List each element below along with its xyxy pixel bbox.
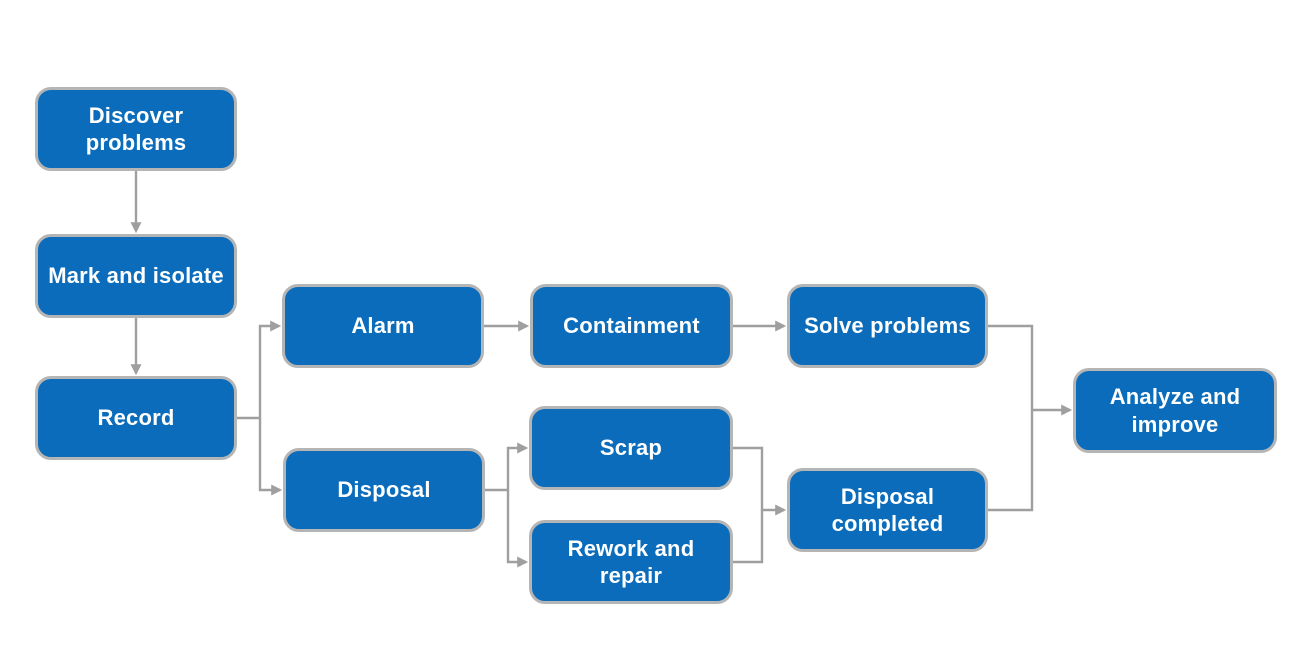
flow-node-rework-and-repair: Rework and repair xyxy=(529,520,733,604)
flow-node-containment: Containment xyxy=(530,284,733,368)
flow-node-discover-problems: Discover problems xyxy=(35,87,237,171)
flow-node-record: Record xyxy=(35,376,237,460)
edge-disposal-completed-to-analyze-and-improve xyxy=(988,410,1034,512)
flow-node-disposal-completed: Disposal completed xyxy=(787,468,988,552)
edge-scrap-to-disposal-completed xyxy=(733,446,787,516)
flow-node-label-mark-and-isolate: Mark and isolate xyxy=(48,263,224,289)
flow-node-label-disposal-completed: Disposal completed xyxy=(831,483,944,536)
flow-node-label-containment: Containment xyxy=(563,313,700,339)
flow-node-disposal: Disposal xyxy=(283,448,485,532)
flow-node-analyze-and-improve: Analyze and improve xyxy=(1073,368,1277,453)
flow-node-label-rework-and-repair: Rework and repair xyxy=(567,535,695,588)
flow-node-label-discover-problems: Discover problems xyxy=(85,102,187,155)
flow-node-label-alarm: Alarm xyxy=(351,313,415,339)
flow-node-label-disposal: Disposal xyxy=(337,477,431,503)
flow-node-label-solve-problems: Solve problems xyxy=(804,313,971,339)
flow-node-label-analyze-and-improve: Analyze and improve xyxy=(1109,384,1241,437)
edge-rework-and-repair-to-disposal-completed xyxy=(733,510,764,564)
flow-node-label-scrap: Scrap xyxy=(599,435,663,461)
flow-node-mark-and-isolate: Mark and isolate xyxy=(35,234,237,318)
flow-node-label-record: Record xyxy=(97,405,175,431)
flow-node-solve-problems: Solve problems xyxy=(787,284,988,368)
flow-node-scrap: Scrap xyxy=(529,406,733,490)
edge-disposal-to-scrap xyxy=(485,442,529,492)
flow-node-alarm: Alarm xyxy=(282,284,484,368)
edge-record-to-disposal xyxy=(258,418,283,496)
edge-record-to-alarm xyxy=(237,320,282,420)
edge-solve-problems-to-analyze-and-improve xyxy=(988,324,1073,416)
edge-disposal-to-rework-and-repair xyxy=(506,490,529,568)
